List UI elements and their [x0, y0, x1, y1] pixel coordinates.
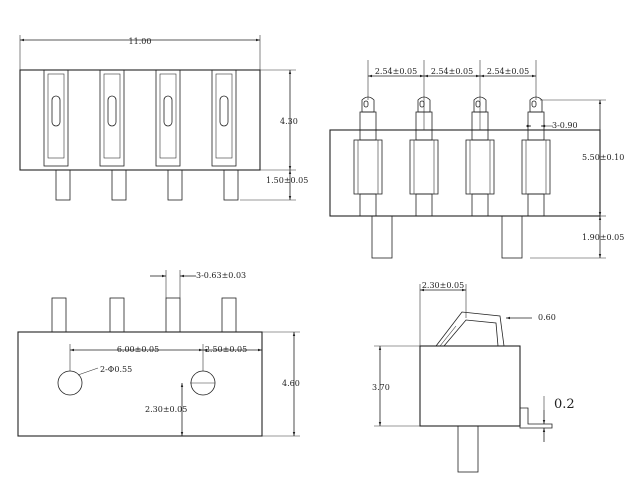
width-label: 2.30±0.05	[422, 281, 464, 290]
thickness-label: 0.60	[538, 313, 556, 322]
view-bottom-right: 2.30±0.05 0.60 3.70 0.2	[372, 281, 575, 473]
spring-contact	[435, 311, 505, 347]
pcb-pin	[109, 297, 125, 333]
pcb-pin	[501, 215, 523, 259]
height-label: 3.70	[372, 383, 390, 392]
spring-plunger	[409, 96, 439, 217]
pitch-label-2: 2.54±0.05	[431, 67, 473, 76]
view-top-right: 2.54±0.05 2.54±0.05 2.54±0.05 3-0.90 5.5…	[329, 60, 624, 259]
contact-slot	[99, 69, 127, 201]
height-label: 5.50±0.10	[582, 153, 624, 162]
width-label: 11.00	[129, 37, 152, 46]
pitch-label-1: 2.54±0.05	[375, 67, 417, 76]
view-bottom-left: 3-0.63±0.03 6.00±0.05 2.50±0.05 2-Φ0.55 …	[17, 270, 300, 437]
pcb-pin	[165, 297, 181, 333]
pin-length-label: 1.50±0.05	[266, 176, 308, 185]
height-label: 4.30	[280, 117, 298, 126]
hole-spacing-label: 6.00±0.05	[117, 345, 159, 354]
hole-diameter-label: 2-Φ0.55	[100, 365, 132, 374]
hole-height-label: 2.30±0.05	[145, 405, 187, 414]
pcb-pin	[457, 425, 479, 473]
spring-plunger	[521, 96, 551, 217]
connector-body	[19, 69, 261, 171]
spring-plunger	[353, 96, 383, 217]
pin-length-label: 1.90±0.05	[582, 233, 624, 242]
solder-tab	[519, 407, 553, 429]
contact-slot	[155, 69, 183, 201]
tip-width-label: 3-0.90	[552, 121, 578, 130]
connector-body	[17, 331, 263, 437]
pcb-pin	[371, 215, 393, 259]
connector-body	[419, 345, 521, 427]
pitch-label-3: 2.54±0.05	[487, 67, 529, 76]
height-label: 4.60	[282, 379, 300, 388]
pcb-pin	[51, 297, 67, 333]
connector-body	[329, 129, 601, 217]
pin-width-label: 3-0.63±0.03	[196, 271, 246, 280]
view-top-left: 11.00 4.30 1.50±0.05	[19, 35, 308, 201]
hole-offset-label: 2.50±0.05	[205, 345, 247, 354]
spring-plunger	[465, 96, 495, 217]
pcb-pin	[221, 297, 237, 333]
contact-slot	[43, 69, 71, 201]
tab-thickness-label: 0.2	[554, 397, 575, 412]
contact-slot	[211, 69, 239, 201]
